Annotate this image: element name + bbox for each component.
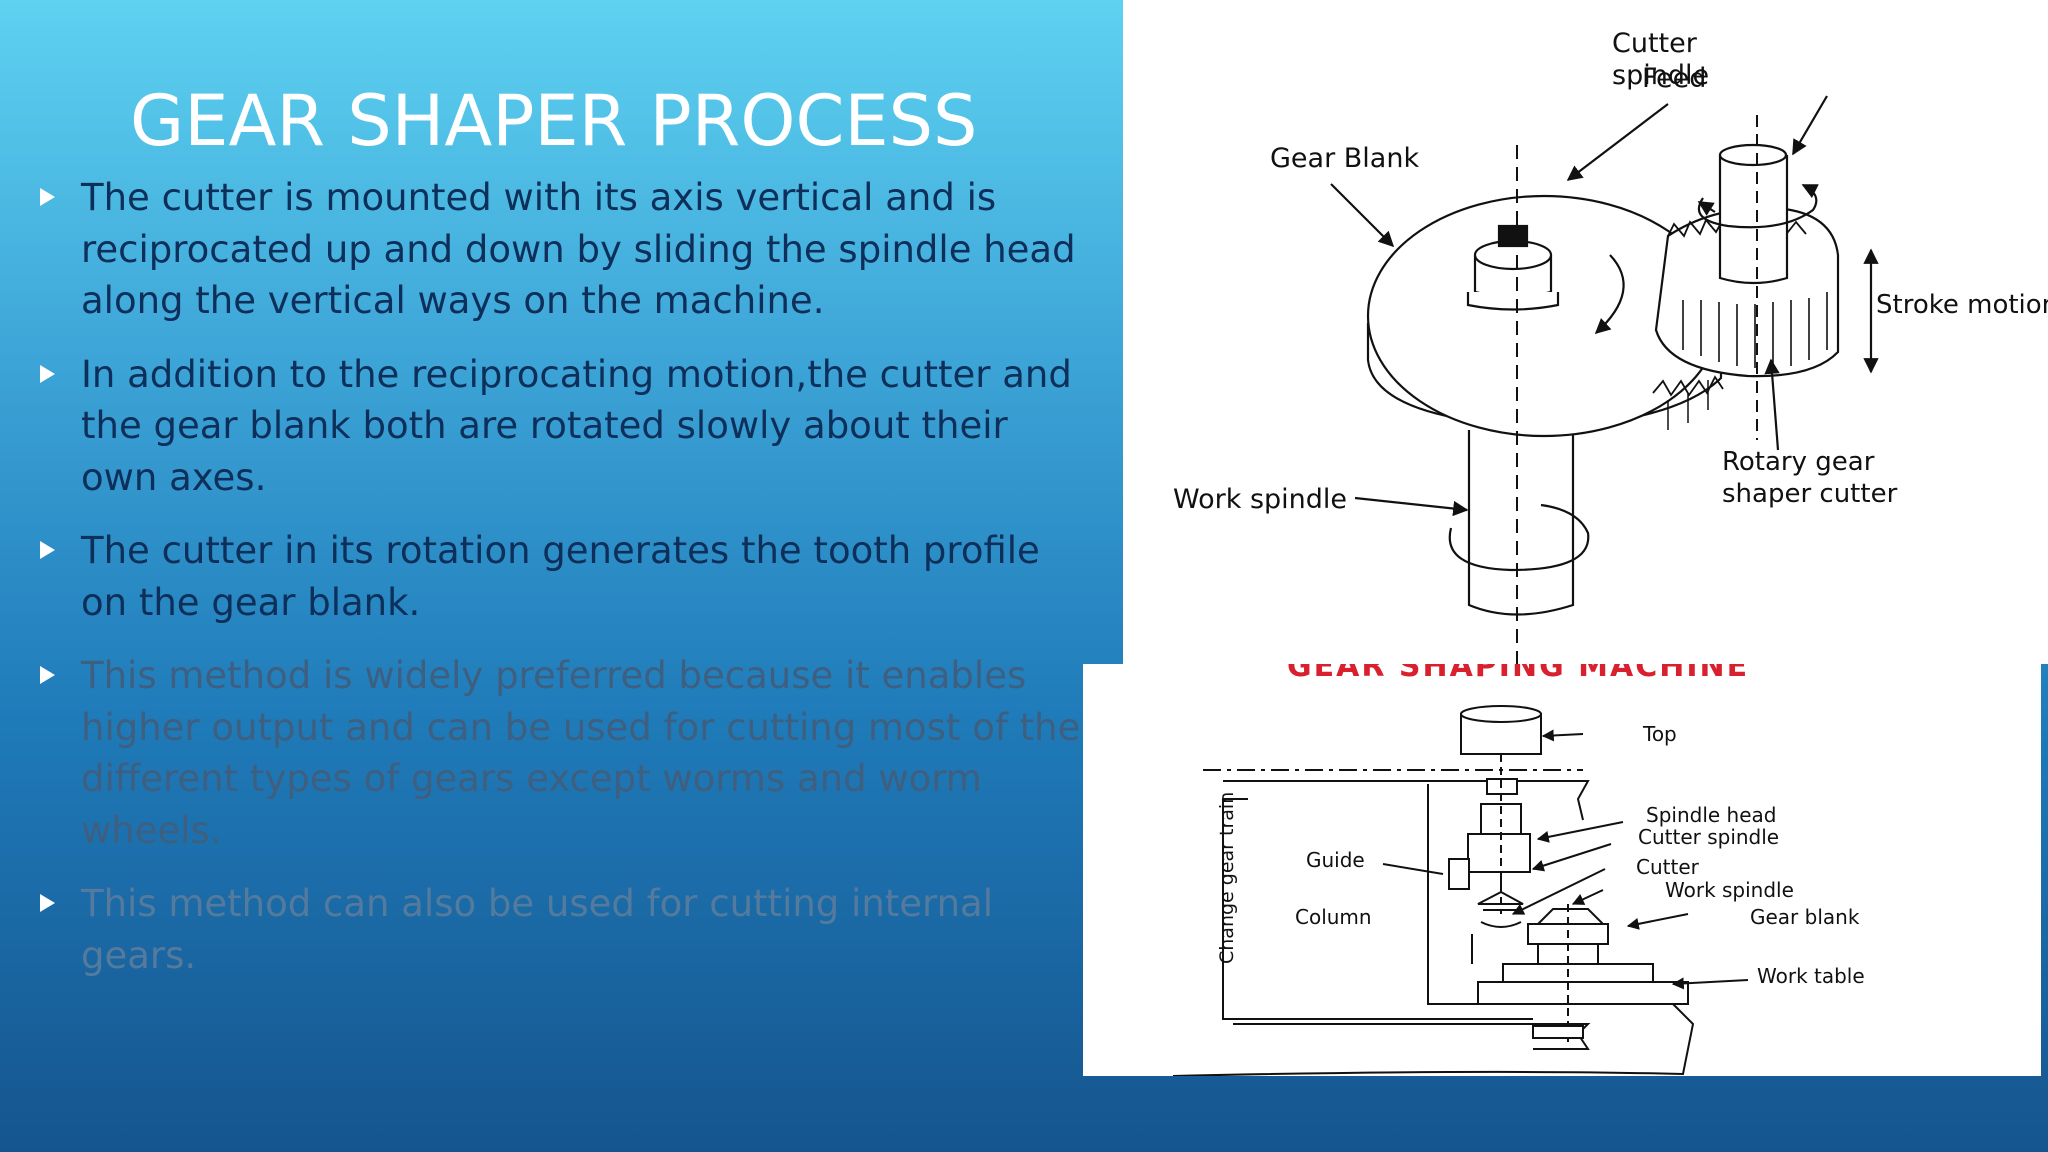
bullet-item: This method is widely preferred because … xyxy=(38,650,1098,856)
bullet-item: This method can also be used for cutting… xyxy=(38,878,1098,981)
label-guide: Guide xyxy=(1306,848,1365,872)
bullet-line: wheels. xyxy=(81,808,222,852)
bullet-line: This method can also be used for cutting… xyxy=(81,882,994,925)
bullet-item: In addition to the reciprocating motion,… xyxy=(38,349,1098,504)
bullet-item: The cutter is mounted with its axis vert… xyxy=(38,172,1098,327)
gear-shaping-machine-diagram: GEAR SHAPING MACHINE xyxy=(1172,649,1865,1077)
label-shaper-cutter: shaper cutter xyxy=(1722,479,1898,509)
label-change-gear-train: Change gear train xyxy=(1216,792,1238,964)
bullet-arrow-icon xyxy=(40,188,55,206)
label-top: Top xyxy=(1642,722,1677,746)
label-feed: Feed xyxy=(1642,63,1706,94)
label-spindle: spindle xyxy=(1612,60,1709,91)
label-stroke-motion: Stroke motion xyxy=(1876,290,2048,320)
bullet-line: along the vertical ways on the machine. xyxy=(81,279,825,322)
label-cutter-spindle: Cutter spindle xyxy=(1638,825,1779,849)
bullet-line: In addition to the reciprocating motion,… xyxy=(81,352,1072,396)
bullet-line: higher output and can be used for cuttin… xyxy=(81,705,1081,749)
bullet-arrow-icon xyxy=(40,541,55,559)
bullet-line: different types of gears except worms an… xyxy=(81,757,982,800)
label-gear-blank: Gear Blank xyxy=(1270,143,1419,174)
gear-shaper-figure: Cutter spindle Feed Gear Blank Stroke mo… xyxy=(1123,0,2048,664)
bullet-line: The cutter is mounted with its axis vert… xyxy=(81,176,997,219)
bullet-line: the gear blank both are rotated slowly a… xyxy=(81,404,1008,447)
bullet-arrow-icon xyxy=(40,364,55,383)
label-work-spindle: Work spindle xyxy=(1173,484,1347,515)
label-column: Column xyxy=(1295,905,1372,929)
gear-shaping-machine-figure: GEAR SHAPING MACHINE xyxy=(1083,649,2041,1077)
label-spindle-head: Spindle head xyxy=(1646,803,1776,827)
label-work-spindle: Work spindle xyxy=(1665,878,1794,902)
label-rotary-gear: Rotary gear xyxy=(1722,447,1875,477)
bullet-arrow-icon xyxy=(40,666,55,684)
bullet-line: reciprocated up and down by sliding the … xyxy=(81,227,1076,271)
bullet-line: This method is widely preferred because … xyxy=(81,654,1027,697)
bullet-line: The cutter in its rotation generates the… xyxy=(81,529,1040,572)
gear-shaper-illustration: Cutter spindle Feed Gear Blank Stroke mo… xyxy=(1173,28,2048,664)
bullet-arrow-icon xyxy=(40,894,55,912)
label-cutter: Cutter xyxy=(1612,28,1698,59)
slide-title: GEAR SHAPER PROCESS xyxy=(130,80,978,162)
bullet-item: The cutter in its rotation generates the… xyxy=(38,525,1098,628)
bullet-line: on the gear blank. xyxy=(81,580,421,624)
label-gear-blank: Gear blank xyxy=(1750,905,1860,929)
bullet-line: own axes. xyxy=(81,455,267,499)
bullet-line: gears. xyxy=(81,933,197,977)
machine-title: GEAR SHAPING MACHINE xyxy=(1287,664,1749,684)
bullet-list: The cutter is mounted with its axis vert… xyxy=(38,172,1098,1003)
label-cutter: Cutter xyxy=(1636,855,1700,879)
label-work-table: Work table xyxy=(1757,964,1865,988)
